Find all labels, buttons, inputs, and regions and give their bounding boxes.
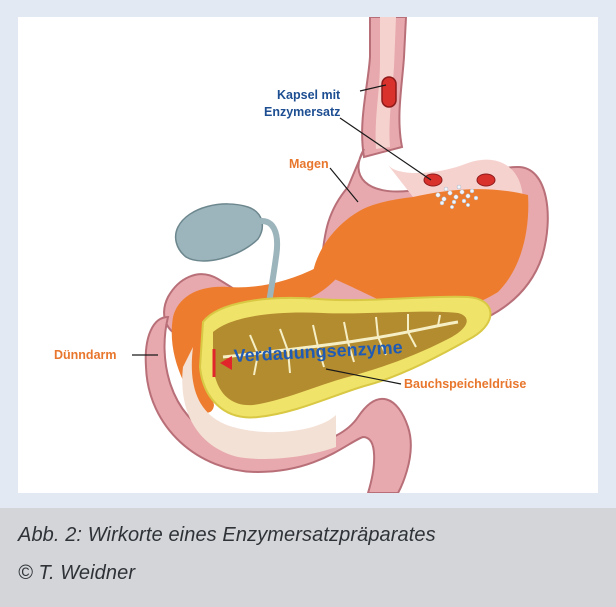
caption-bar: Abb. 2: Wirkorte eines Enzymersatzpräpar… [0,508,616,607]
label-stomach: Magen [289,157,329,171]
label-pancreas: Bauchspeicheldrüse [404,377,526,391]
illustration-panel: Kapsel mit Enzymersatz Magen Dünndarm Ve… [18,17,598,493]
capsule-in-esophagus [382,77,396,107]
label-small-intestine: Dünndarm [54,348,117,362]
label-capsule-line2: Enzymersatz [264,105,340,119]
label-capsule-line1: Kapsel mit [277,88,341,102]
gallbladder [176,204,263,261]
figure-caption: Abb. 2: Wirkorte eines Enzymersatzpräpar… [18,524,436,547]
copyright-credit: © T. Weidner [18,562,135,585]
digestive-system-illustration: Kapsel mit Enzymersatz Magen Dünndarm Ve… [18,17,598,493]
